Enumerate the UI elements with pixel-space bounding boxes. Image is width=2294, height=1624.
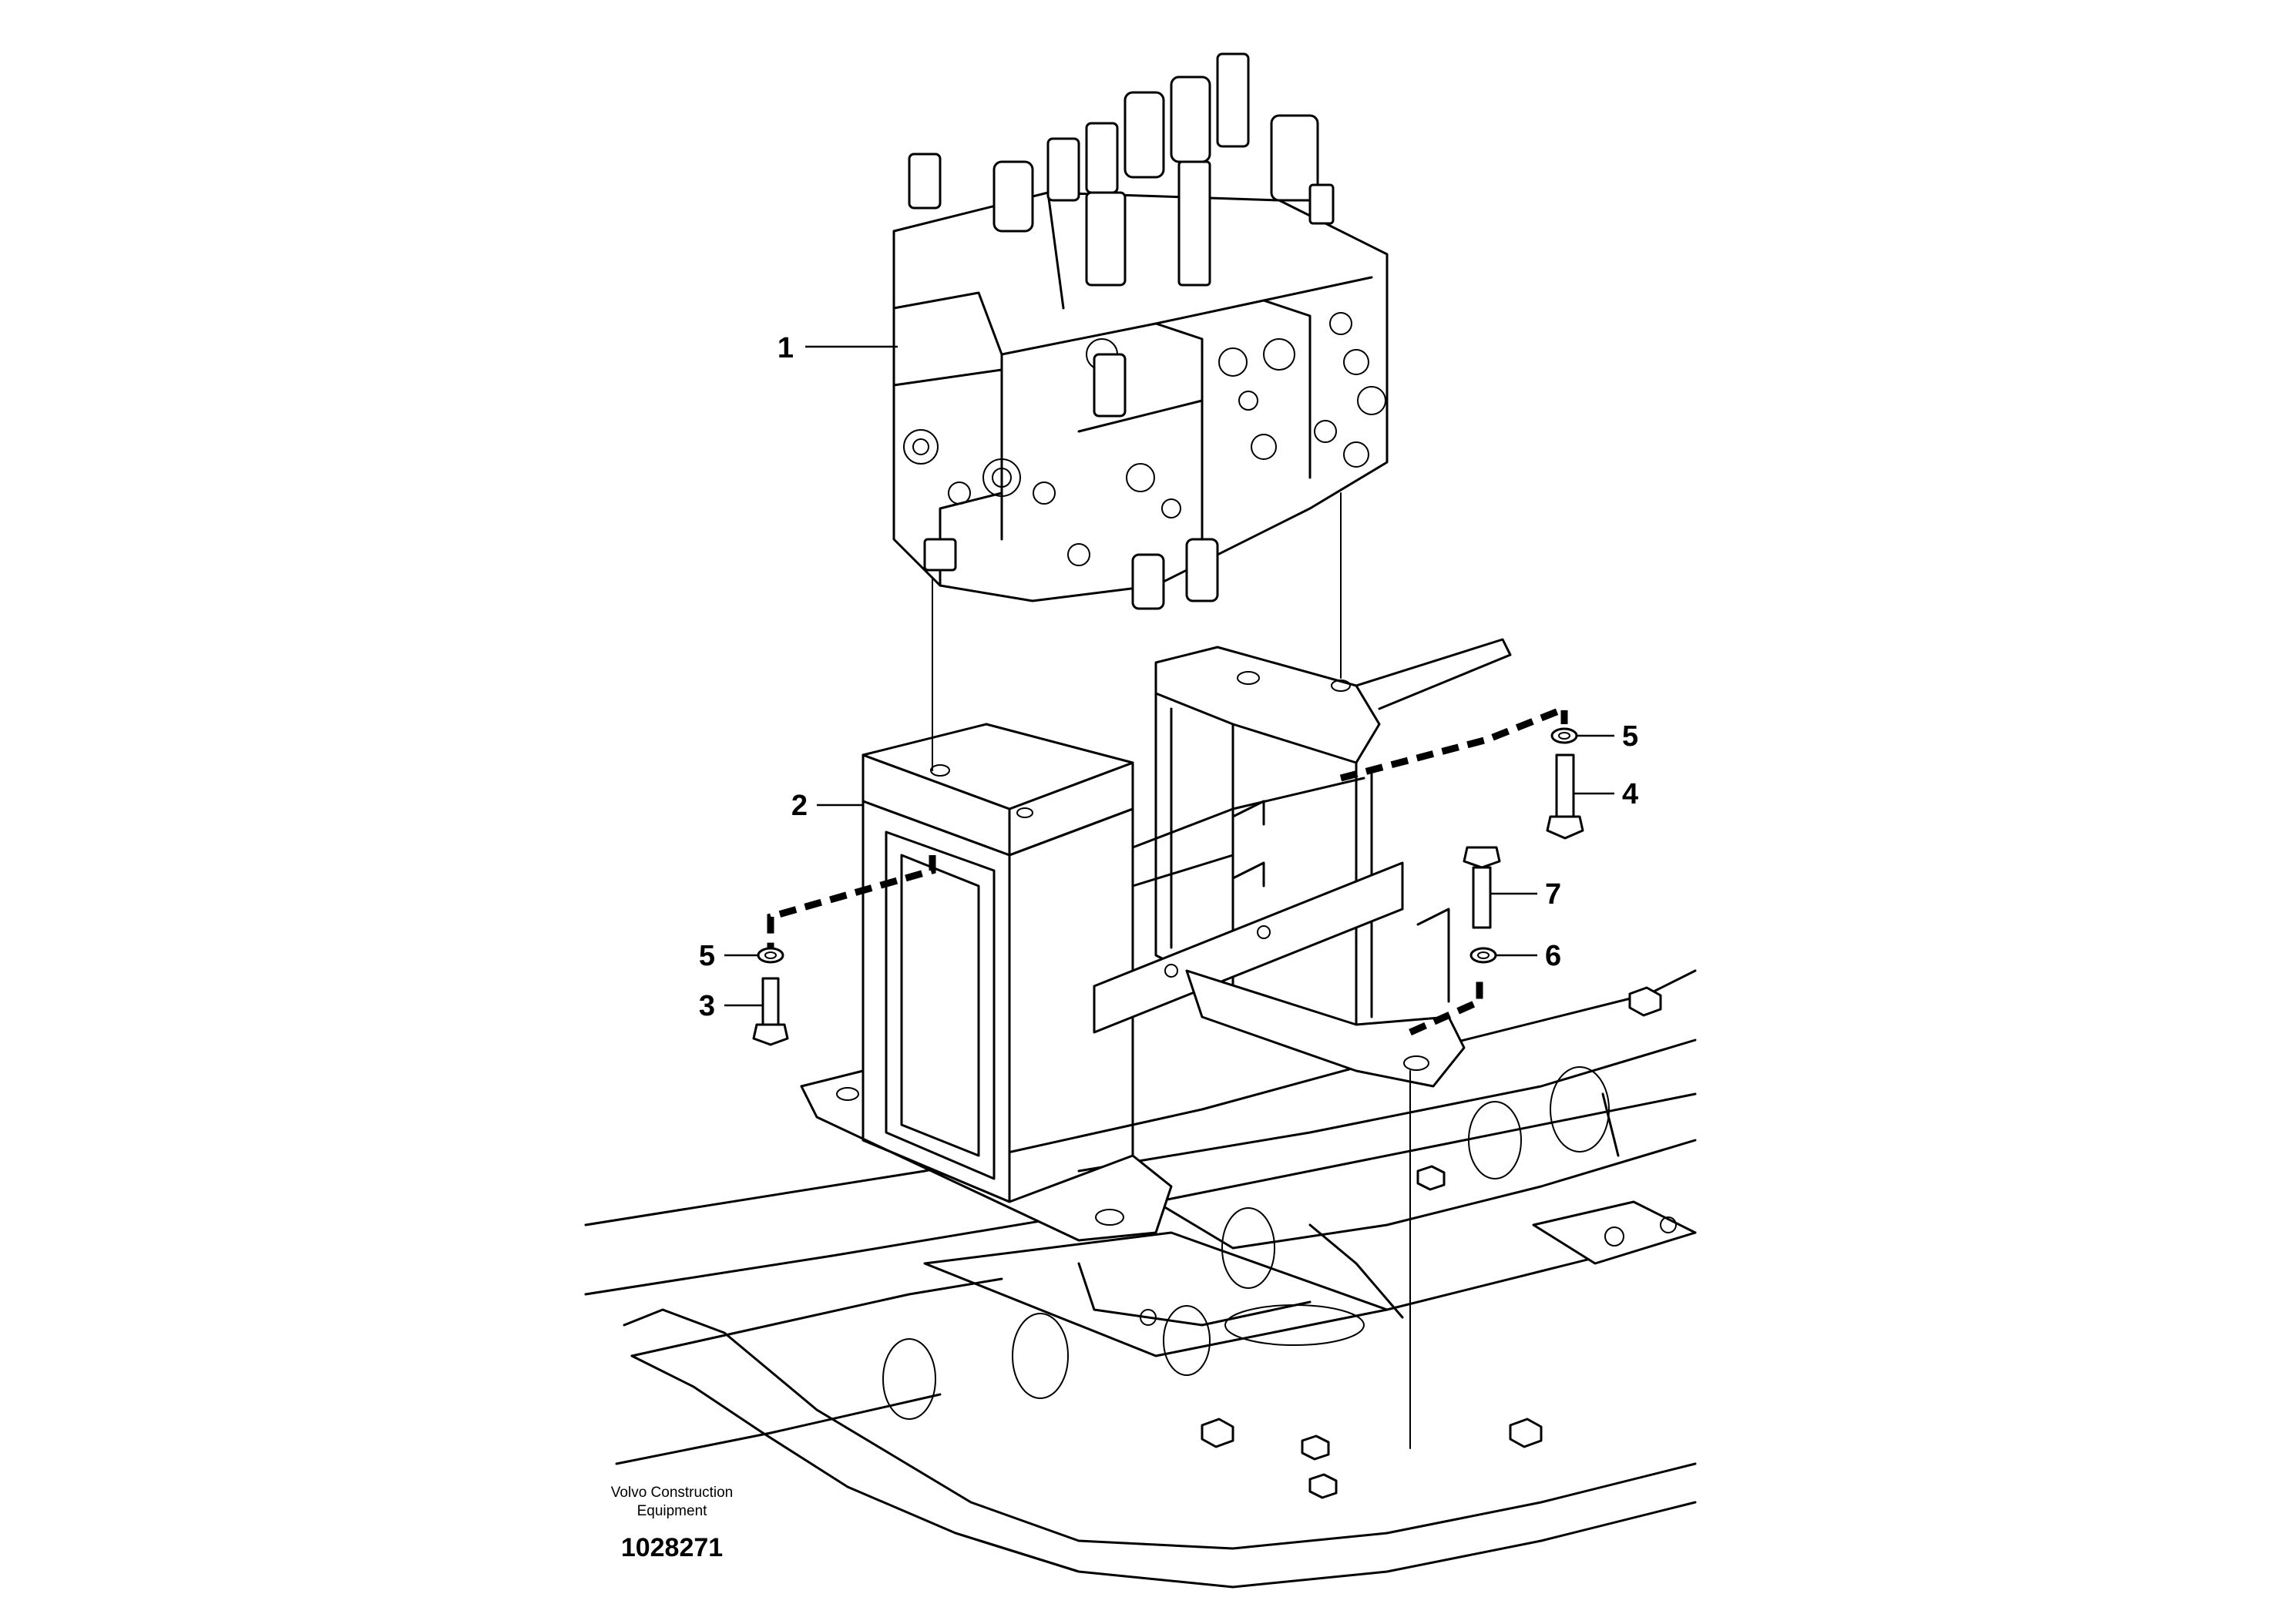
control-valve-assembly — [892, 52, 1389, 610]
callout-1: 1 — [778, 332, 898, 364]
lower-frame — [623, 1231, 1697, 1589]
callout-3-label: 3 — [699, 990, 715, 1022]
dashed-line-lower-right — [1409, 978, 1483, 1036]
callout-6: 6 — [1496, 940, 1561, 972]
credit-block: Volvo Construction Equipment 1028271 — [611, 1485, 733, 1562]
credit-line-1: Volvo Construction — [611, 1485, 733, 1501]
callout-2: 2 — [791, 790, 863, 822]
washer-6 — [1469, 947, 1497, 964]
callout-4-label: 4 — [1622, 778, 1638, 810]
callout-4: 4 — [1574, 778, 1638, 810]
washer-5-left — [757, 947, 784, 964]
callout-7-label: 7 — [1545, 878, 1561, 911]
callout-5-right: 5 — [1577, 720, 1638, 753]
bolt-7 — [1463, 846, 1501, 929]
assembly-lines — [932, 492, 1411, 1449]
bolt-3 — [752, 977, 789, 1046]
callout-3: 3 — [699, 990, 763, 1022]
callout-1-label: 1 — [778, 332, 794, 364]
callout-7: 7 — [1490, 878, 1561, 911]
bolt-4 — [1546, 753, 1584, 840]
reference-number: 1028271 — [621, 1533, 723, 1562]
mounting-bracket — [800, 638, 1512, 1242]
callout-2-label: 2 — [791, 790, 808, 822]
credit-line-2: Equipment — [637, 1503, 708, 1519]
washer-5-right — [1550, 727, 1578, 744]
callout-6-label: 6 — [1545, 940, 1561, 972]
upper-frame — [584, 969, 1697, 1465]
callout-5-left: 5 — [699, 940, 758, 972]
callout-5-right-label: 5 — [1622, 720, 1638, 753]
dashed-line-left — [767, 855, 936, 948]
dashed-line-upper-right — [1339, 703, 1568, 782]
callout-5-left-label: 5 — [699, 940, 715, 972]
